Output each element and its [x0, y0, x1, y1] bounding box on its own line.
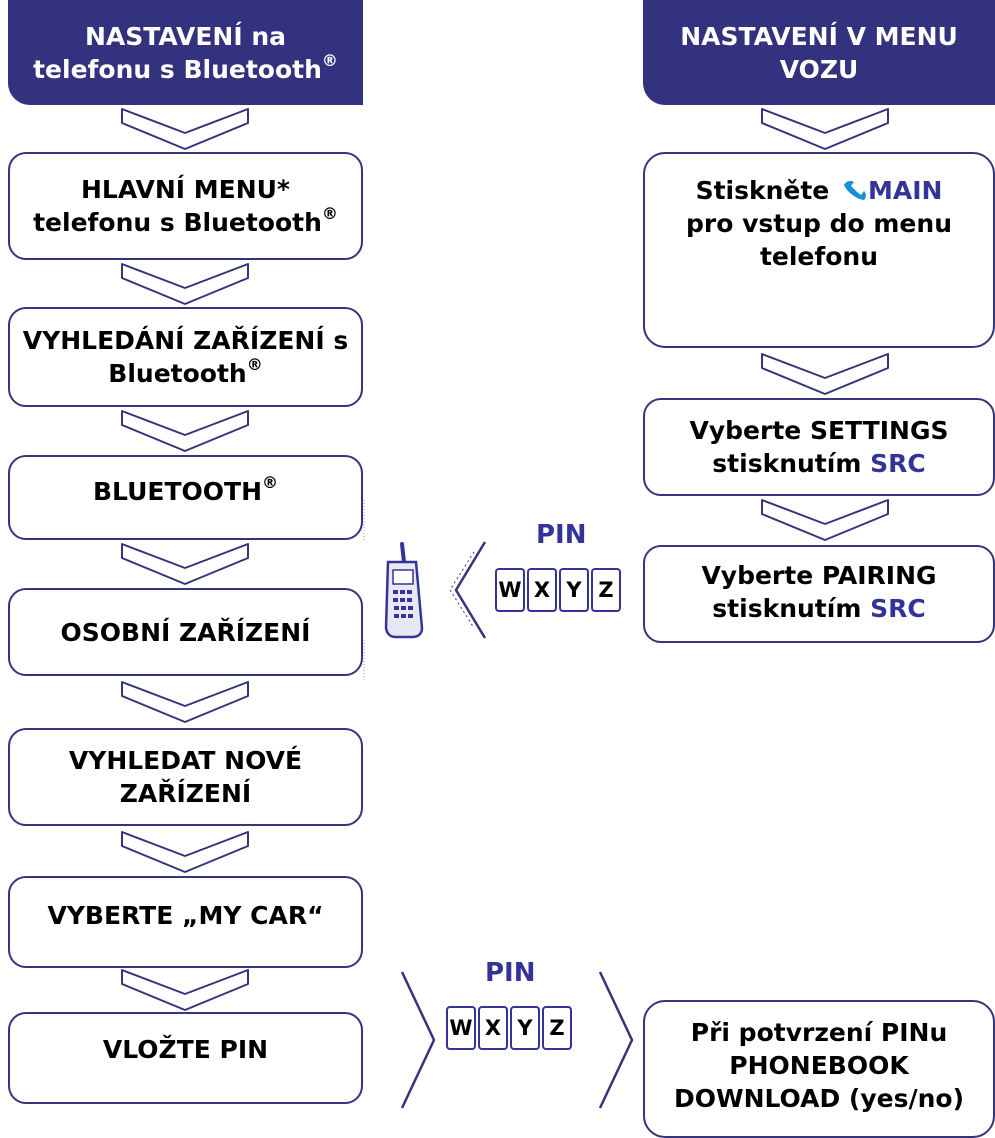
down-chevron-4	[121, 543, 249, 585]
step-confirm-pin: Při potvrzení PINu PHONEBOOK DOWNLOAD (y…	[643, 1000, 995, 1138]
mobile-phone-icon	[384, 542, 424, 639]
step-search-devices-line2: Bluetooth	[108, 359, 247, 388]
step-main-menu-line2: telefonu s Bluetooth	[33, 208, 322, 237]
registered-mark: ®	[321, 50, 338, 70]
step-enter-pin: VLOŽTE PIN	[8, 1012, 363, 1104]
step-bluetooth: BLUETOOTH®	[8, 455, 363, 540]
right-header-line2: VOZU	[779, 54, 859, 84]
step-select-pairing: Vyberte PAIRING stisknutím SRC	[643, 545, 995, 643]
step-find-new-device-line2: ZAŘÍZENÍ	[119, 779, 252, 808]
right-chevron-icon	[598, 971, 634, 1109]
step-main-menu: HLAVNÍ MENU* telefonu s Bluetooth®	[8, 152, 363, 260]
phone-handset-icon	[843, 181, 866, 200]
step-search-devices-line1: VYHLEDÁNÍ ZAŘÍZENÍ s	[22, 326, 349, 355]
right-header-line1: NASTAVENÍ V MENU	[680, 21, 958, 51]
left-header-line1: NASTAVENÍ na	[84, 21, 287, 51]
down-chevron-r1	[761, 108, 889, 150]
down-chevron-5	[121, 681, 249, 723]
right-header-box: NASTAVENÍ V MENU VOZU	[643, 0, 995, 105]
step-confirm-pin-line1: Při potvrzení PINu	[690, 1018, 948, 1047]
left-header-box: NASTAVENÍ na telefonu s Bluetooth®	[8, 0, 363, 105]
step-press-main-line2: pro vstup do menu	[685, 209, 952, 238]
step-press-main-prefix: Stiskněte	[695, 176, 830, 205]
step-search-devices: VYHLEDÁNÍ ZAŘÍZENÍ s Bluetooth®	[8, 307, 363, 407]
pin-key: Z	[542, 1006, 572, 1050]
down-chevron-1	[121, 108, 249, 150]
dotted-connector	[363, 500, 365, 680]
step-personal-devices-line1: OSOBNÍ ZAŘÍZENÍ	[60, 617, 311, 647]
registered-mark: ®	[246, 355, 263, 374]
pin-top-label: PIN	[536, 520, 587, 550]
pin-top-keys: W X Y Z	[495, 568, 623, 612]
step-main-menu-line1: HLAVNÍ MENU*	[80, 175, 291, 204]
down-chevron-r2	[761, 353, 889, 395]
step-select-settings: Vyberte SETTINGS stisknutím SRC	[643, 398, 995, 496]
step-enter-pin-line1: VLOŽTE PIN	[102, 1034, 269, 1064]
pin-bottom-keys: W X Y Z	[446, 1006, 574, 1050]
pin-key: X	[527, 568, 557, 612]
down-chevron-r3	[761, 499, 889, 541]
registered-mark: ®	[262, 473, 278, 492]
pin-key: X	[478, 1006, 508, 1050]
pin-key: W	[446, 1006, 476, 1050]
registered-mark: ®	[321, 204, 338, 223]
step-find-new-device-line1: VYHLEDAT NOVÉ	[68, 746, 303, 775]
step-confirm-pin-line3: DOWNLOAD (yes/no)	[673, 1084, 964, 1113]
step-select-settings-line2: stisknutím	[712, 449, 862, 478]
step-confirm-pin-line2: PHONEBOOK	[729, 1051, 909, 1080]
left-header-line2: telefonu s Bluetooth	[33, 54, 322, 84]
left-chevron-icon	[449, 541, 487, 639]
step-personal-devices: OSOBNÍ ZAŘÍZENÍ	[8, 588, 363, 676]
down-chevron-7	[121, 969, 249, 1011]
step-press-main-key: MAIN	[867, 176, 943, 205]
step-select-pairing-line2: stisknutím	[712, 594, 862, 623]
pin-bottom-label: PIN	[485, 958, 536, 988]
step-select-my-car: VYBERTE „MY CAR“	[8, 876, 363, 968]
pin-key: W	[495, 568, 525, 612]
pin-key: Y	[510, 1006, 540, 1050]
right-chevron-icon	[400, 971, 436, 1109]
step-select-settings-line1: Vyberte SETTINGS	[689, 416, 949, 445]
step-press-main-line3: telefonu	[759, 242, 879, 271]
step-select-pairing-line1: Vyberte PAIRING	[701, 561, 937, 590]
down-chevron-6	[121, 831, 249, 873]
step-select-my-car-line1: VYBERTE „MY CAR“	[47, 900, 324, 930]
down-chevron-2	[121, 263, 249, 305]
step-find-new-device: VYHLEDAT NOVÉ ZAŘÍZENÍ	[8, 728, 363, 826]
step-press-main: Stiskněte MAIN pro vstup do menu telefon…	[643, 152, 995, 348]
src-key-label: SRC	[870, 449, 926, 478]
down-chevron-3	[121, 410, 249, 452]
step-bluetooth-line1: BLUETOOTH	[92, 477, 262, 506]
pin-key: Y	[559, 568, 589, 612]
src-key-label: SRC	[870, 594, 926, 623]
pin-key: Z	[591, 568, 621, 612]
